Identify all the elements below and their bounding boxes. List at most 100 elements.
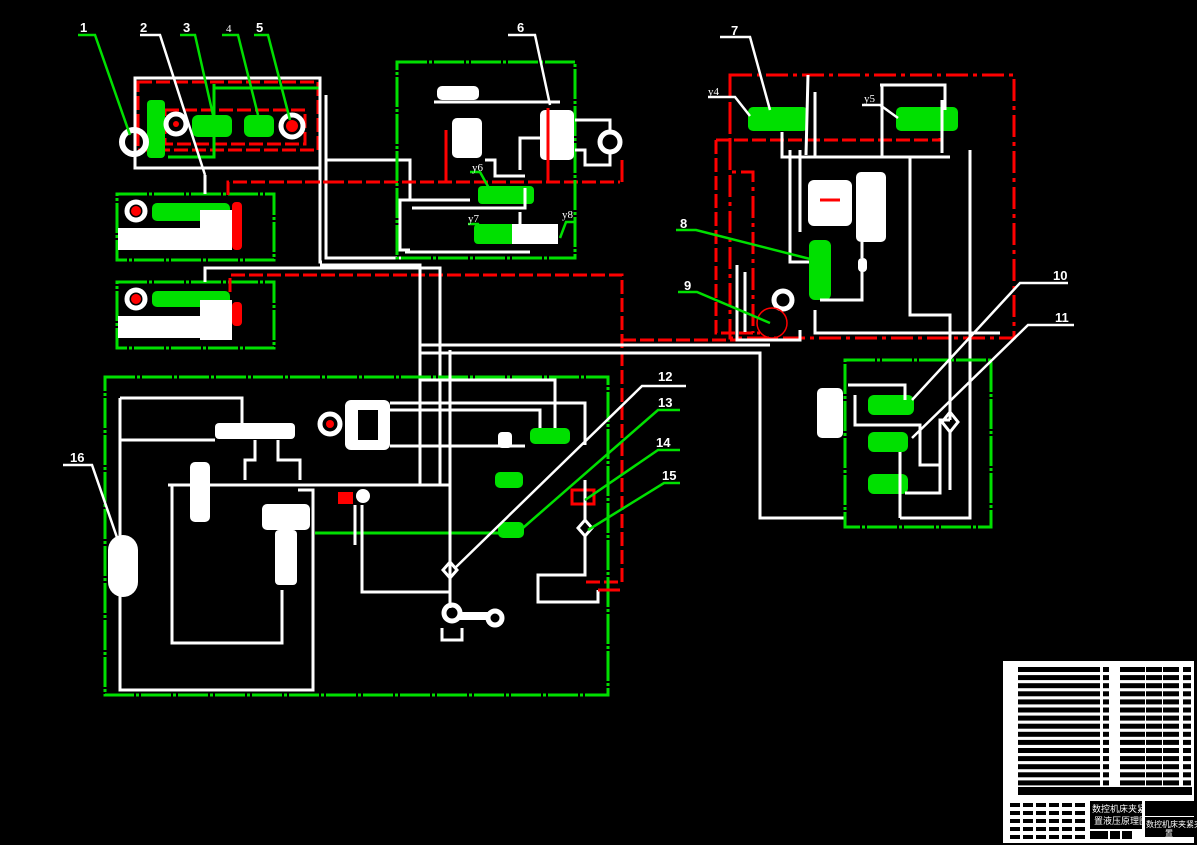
- callout-4: 4: [226, 23, 232, 35]
- check-valve-stack: [856, 172, 886, 242]
- title-grid-cell: [1010, 827, 1020, 831]
- parts-list-row: [1018, 756, 1191, 762]
- title-grid-cell: [1023, 803, 1033, 807]
- title-grid-cell: [1036, 803, 1046, 807]
- parts-list-row: [1018, 691, 1191, 697]
- valve-group-6-frame: [395, 60, 577, 260]
- leader-7: [720, 35, 772, 111]
- leader-12: [454, 384, 686, 569]
- pressure-gauge-symbol: [597, 129, 623, 155]
- valve-group-bottom-frame: [103, 375, 610, 697]
- leader-5: [254, 33, 292, 121]
- title-grid-cell: [1075, 819, 1085, 823]
- valve-y5: [896, 107, 958, 131]
- callout-3: 3: [183, 20, 190, 35]
- leader-16: [63, 463, 124, 553]
- pump-9-symbol: [756, 307, 788, 339]
- title-grid-cell: [1036, 827, 1046, 831]
- valve-lower-solenoid: [232, 302, 242, 326]
- group7-inner-pilot: [728, 75, 755, 333]
- callout-9: 9: [684, 278, 691, 293]
- throttle-valve-red: [338, 492, 353, 504]
- pressure-reducer-body: [540, 110, 574, 160]
- title-grid-cell: [1023, 811, 1033, 815]
- title-grid-cell: [1062, 827, 1072, 831]
- clamp-cylinder-body: [808, 180, 852, 226]
- valve-upper-port-core: [131, 206, 141, 216]
- accumulator-16: [108, 535, 138, 597]
- check-valve-bottom: [498, 432, 512, 448]
- valve-group-10-11-frame: [843, 358, 993, 529]
- valve-group-7: y4 y5: [708, 73, 1016, 520]
- bottom-motor-pipes: [390, 378, 587, 448]
- power-unit-group: [119, 76, 322, 170]
- callout-15: 15: [662, 468, 676, 483]
- title-grid-cell: [1049, 803, 1059, 807]
- valve-y4: [748, 107, 808, 131]
- valve-upper-port-circle: [124, 199, 148, 223]
- leader-y4: [708, 95, 751, 117]
- parts-list-row: [1018, 699, 1191, 705]
- group7-pipes-top: [804, 74, 947, 156]
- leader-14: [584, 448, 680, 502]
- callout-12: 12: [658, 369, 672, 384]
- central-trunk-pipes: [270, 78, 845, 520]
- callout-16: 16: [70, 450, 84, 465]
- valve-10: [868, 395, 914, 415]
- title-grid-cell: [1010, 819, 1020, 823]
- title-grid-cell: [1023, 835, 1033, 839]
- callout-1: 1: [80, 20, 87, 35]
- parts-list-row: [1018, 667, 1191, 672]
- callout-6: 6: [517, 20, 524, 35]
- valve-8-pipes: [820, 242, 864, 302]
- leader-11: [911, 323, 1074, 439]
- throttle-valve-center: [356, 489, 370, 503]
- reservoir-tank: [147, 100, 165, 158]
- leader-6: [508, 33, 552, 106]
- title-grid-cell: [1010, 803, 1020, 807]
- title-grid-cell: [1036, 835, 1046, 839]
- pressure-switch-head: [437, 86, 479, 100]
- pump-2-symbol: [163, 111, 189, 137]
- callout-5: 5: [256, 20, 263, 35]
- pump-bottom-b: [485, 608, 505, 628]
- valve-group-10-11: [817, 358, 993, 529]
- callout-8: 8: [680, 216, 687, 231]
- title-project-box: [1145, 817, 1194, 837]
- title-grid-cell: [1010, 835, 1020, 839]
- group7-return: [735, 265, 1000, 342]
- valve-lower-port-circle: [124, 287, 148, 311]
- leader-15: [587, 481, 680, 532]
- title-small-fields: [1090, 831, 1132, 839]
- valve-11-upper: [868, 432, 908, 452]
- valve-lower-actuator: [200, 300, 232, 340]
- solenoid-y6: y6: [472, 162, 484, 174]
- title-grid-cell: [1023, 819, 1033, 823]
- leader-y7: [468, 222, 488, 241]
- group6-pipe-b: [412, 188, 527, 210]
- valve-group-6: y6 y7 y8: [395, 60, 624, 260]
- valve-green-mid: [495, 472, 523, 488]
- bottom-pilot-loop: [170, 485, 284, 645]
- solenoid-y4: y4: [708, 86, 720, 98]
- title-grid-cell: [1075, 835, 1085, 839]
- callout-10: 10: [1053, 268, 1067, 283]
- parts-list-row: [1018, 731, 1191, 737]
- pilot-valve-stem: [275, 530, 297, 585]
- title-project-name-2: 置: [1165, 829, 1173, 838]
- valve-8-body: [809, 240, 831, 300]
- callout-14: 14: [656, 435, 671, 450]
- solenoid-y8: y8: [562, 209, 574, 221]
- parts-list-row: [1018, 748, 1191, 753]
- bottom-valve-ports: [168, 440, 450, 487]
- leader-y8: [558, 220, 575, 239]
- filter-1-symbol: [119, 127, 149, 157]
- parts-list-row: [1018, 707, 1191, 713]
- title-grid-cell: [1062, 811, 1072, 815]
- title-grid-cell: [1036, 811, 1046, 815]
- parts-list-row: [1018, 715, 1191, 721]
- title-org-box: [1145, 801, 1194, 816]
- motor-5-core: [286, 120, 298, 132]
- leader-10: [911, 281, 1068, 401]
